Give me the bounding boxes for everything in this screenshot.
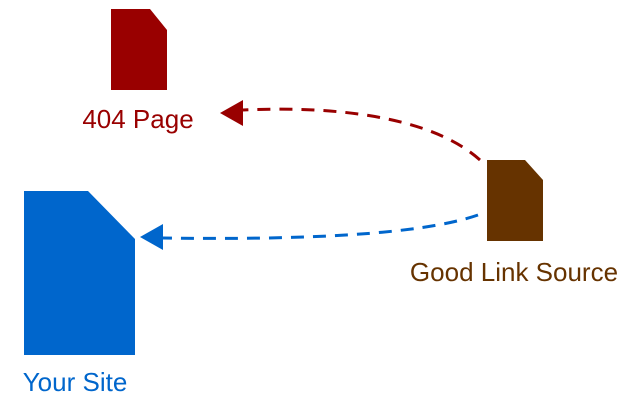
your-site-label: Your Site [23, 367, 128, 396]
good-link-source-document-icon [487, 160, 543, 241]
edge-source-to-your-site-dashed-line [162, 213, 479, 240]
edge-source-to-404-dashed-line [242, 107, 482, 162]
good-link-source-label: Good Link Source [410, 257, 618, 287]
your-site-document-icon [24, 191, 135, 355]
edge-source-to-404-arrowhead [220, 100, 243, 126]
edge-source-to-your-site-arrowhead [140, 224, 163, 250]
page-404-label: 404 Page [82, 104, 193, 134]
page-404-document-icon [111, 9, 167, 90]
